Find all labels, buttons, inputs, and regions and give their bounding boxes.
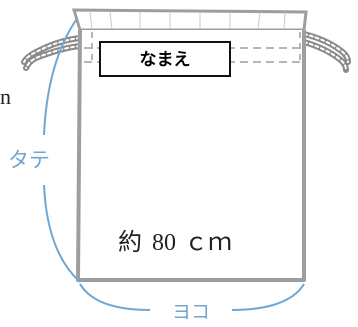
name-tag: なまえ — [99, 41, 231, 77]
left-drawstring-cord — [21, 35, 83, 71]
height-measure-partial: n — [0, 84, 11, 109]
width-measure-unit: ｃｍ — [184, 230, 232, 256]
bag-body — [71, 8, 308, 282]
yoko-label: ヨコ — [172, 301, 210, 323]
yoko-dimension-line — [79, 283, 305, 311]
tate-label: タテ — [8, 148, 50, 172]
width-measure-label: 約 80 ｃｍ — [118, 229, 232, 256]
name-tag-label: なまえ — [140, 50, 191, 70]
width-measure-value: 80 — [152, 230, 176, 256]
tate-dimension-line — [43, 19, 81, 283]
width-measure-prefix: 約 — [118, 229, 142, 256]
right-drawstring-cord — [301, 31, 351, 73]
